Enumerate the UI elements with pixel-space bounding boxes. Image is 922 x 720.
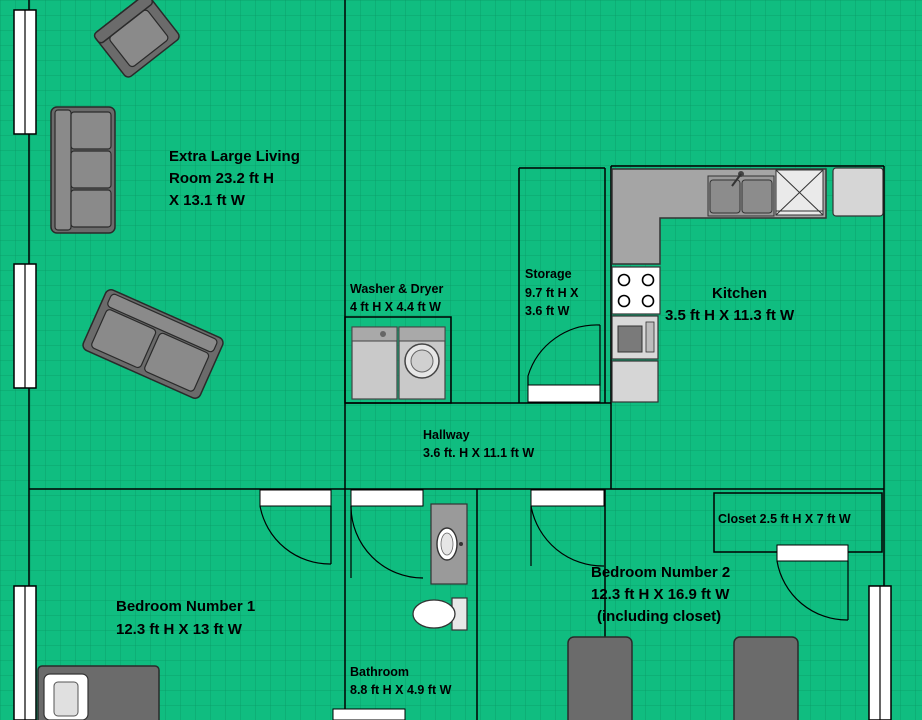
washer-dryer-label: Washer & Dryer 4 ft H X 4.4 ft W [350,282,447,314]
door-icon [350,489,424,579]
toilet-icon [412,597,468,631]
door-icon [527,324,601,403]
dryer-icon [398,326,446,400]
oven-icon [611,315,659,360]
dishwasher-icon [775,169,824,216]
living-room-label: Extra Large Living Room 23.2 ft H X 13.1… [169,148,304,209]
refrigerator-icon [832,167,884,217]
door-icon [530,489,605,567]
window-icon [868,585,892,720]
kitchen-cabinet [611,360,659,403]
closet-label: Closet 2.5 ft H X 7 ft W [718,512,851,526]
storage-label: Storage 9.7 ft H X 3.6 ft W [525,267,582,318]
door-icon [259,489,332,565]
bathroom-sink-icon [430,503,468,585]
bed-icon [37,665,160,720]
bathtub-edge [332,708,406,720]
bedroom-2-label: Bedroom Number 2 12.3 ft H X 16.9 ft W (… [591,564,734,625]
armchair-icon [93,0,180,78]
hallway-label: Hallway 3.6 ft. H X 11.1 ft W [423,428,534,460]
door-icon [776,544,849,621]
stove-icon [611,266,661,315]
bedroom-1-label: Bedroom Number 1 12.3 ft H X 13 ft W [116,598,259,638]
kitchen-label: Kitchen 3.5 ft H X 11.3 ft W [665,285,795,324]
sofa-icon [50,106,116,234]
window-icon [13,9,37,135]
window-icon [13,585,37,720]
window-icon [13,263,37,389]
bathroom-label: Bathroom 8.8 ft H X 4.9 ft W [350,665,452,697]
sink-icon [707,171,775,217]
bed-icon [733,636,799,720]
bed-icon [567,636,633,720]
loveseat-icon [82,288,224,400]
washer-icon [351,326,398,400]
